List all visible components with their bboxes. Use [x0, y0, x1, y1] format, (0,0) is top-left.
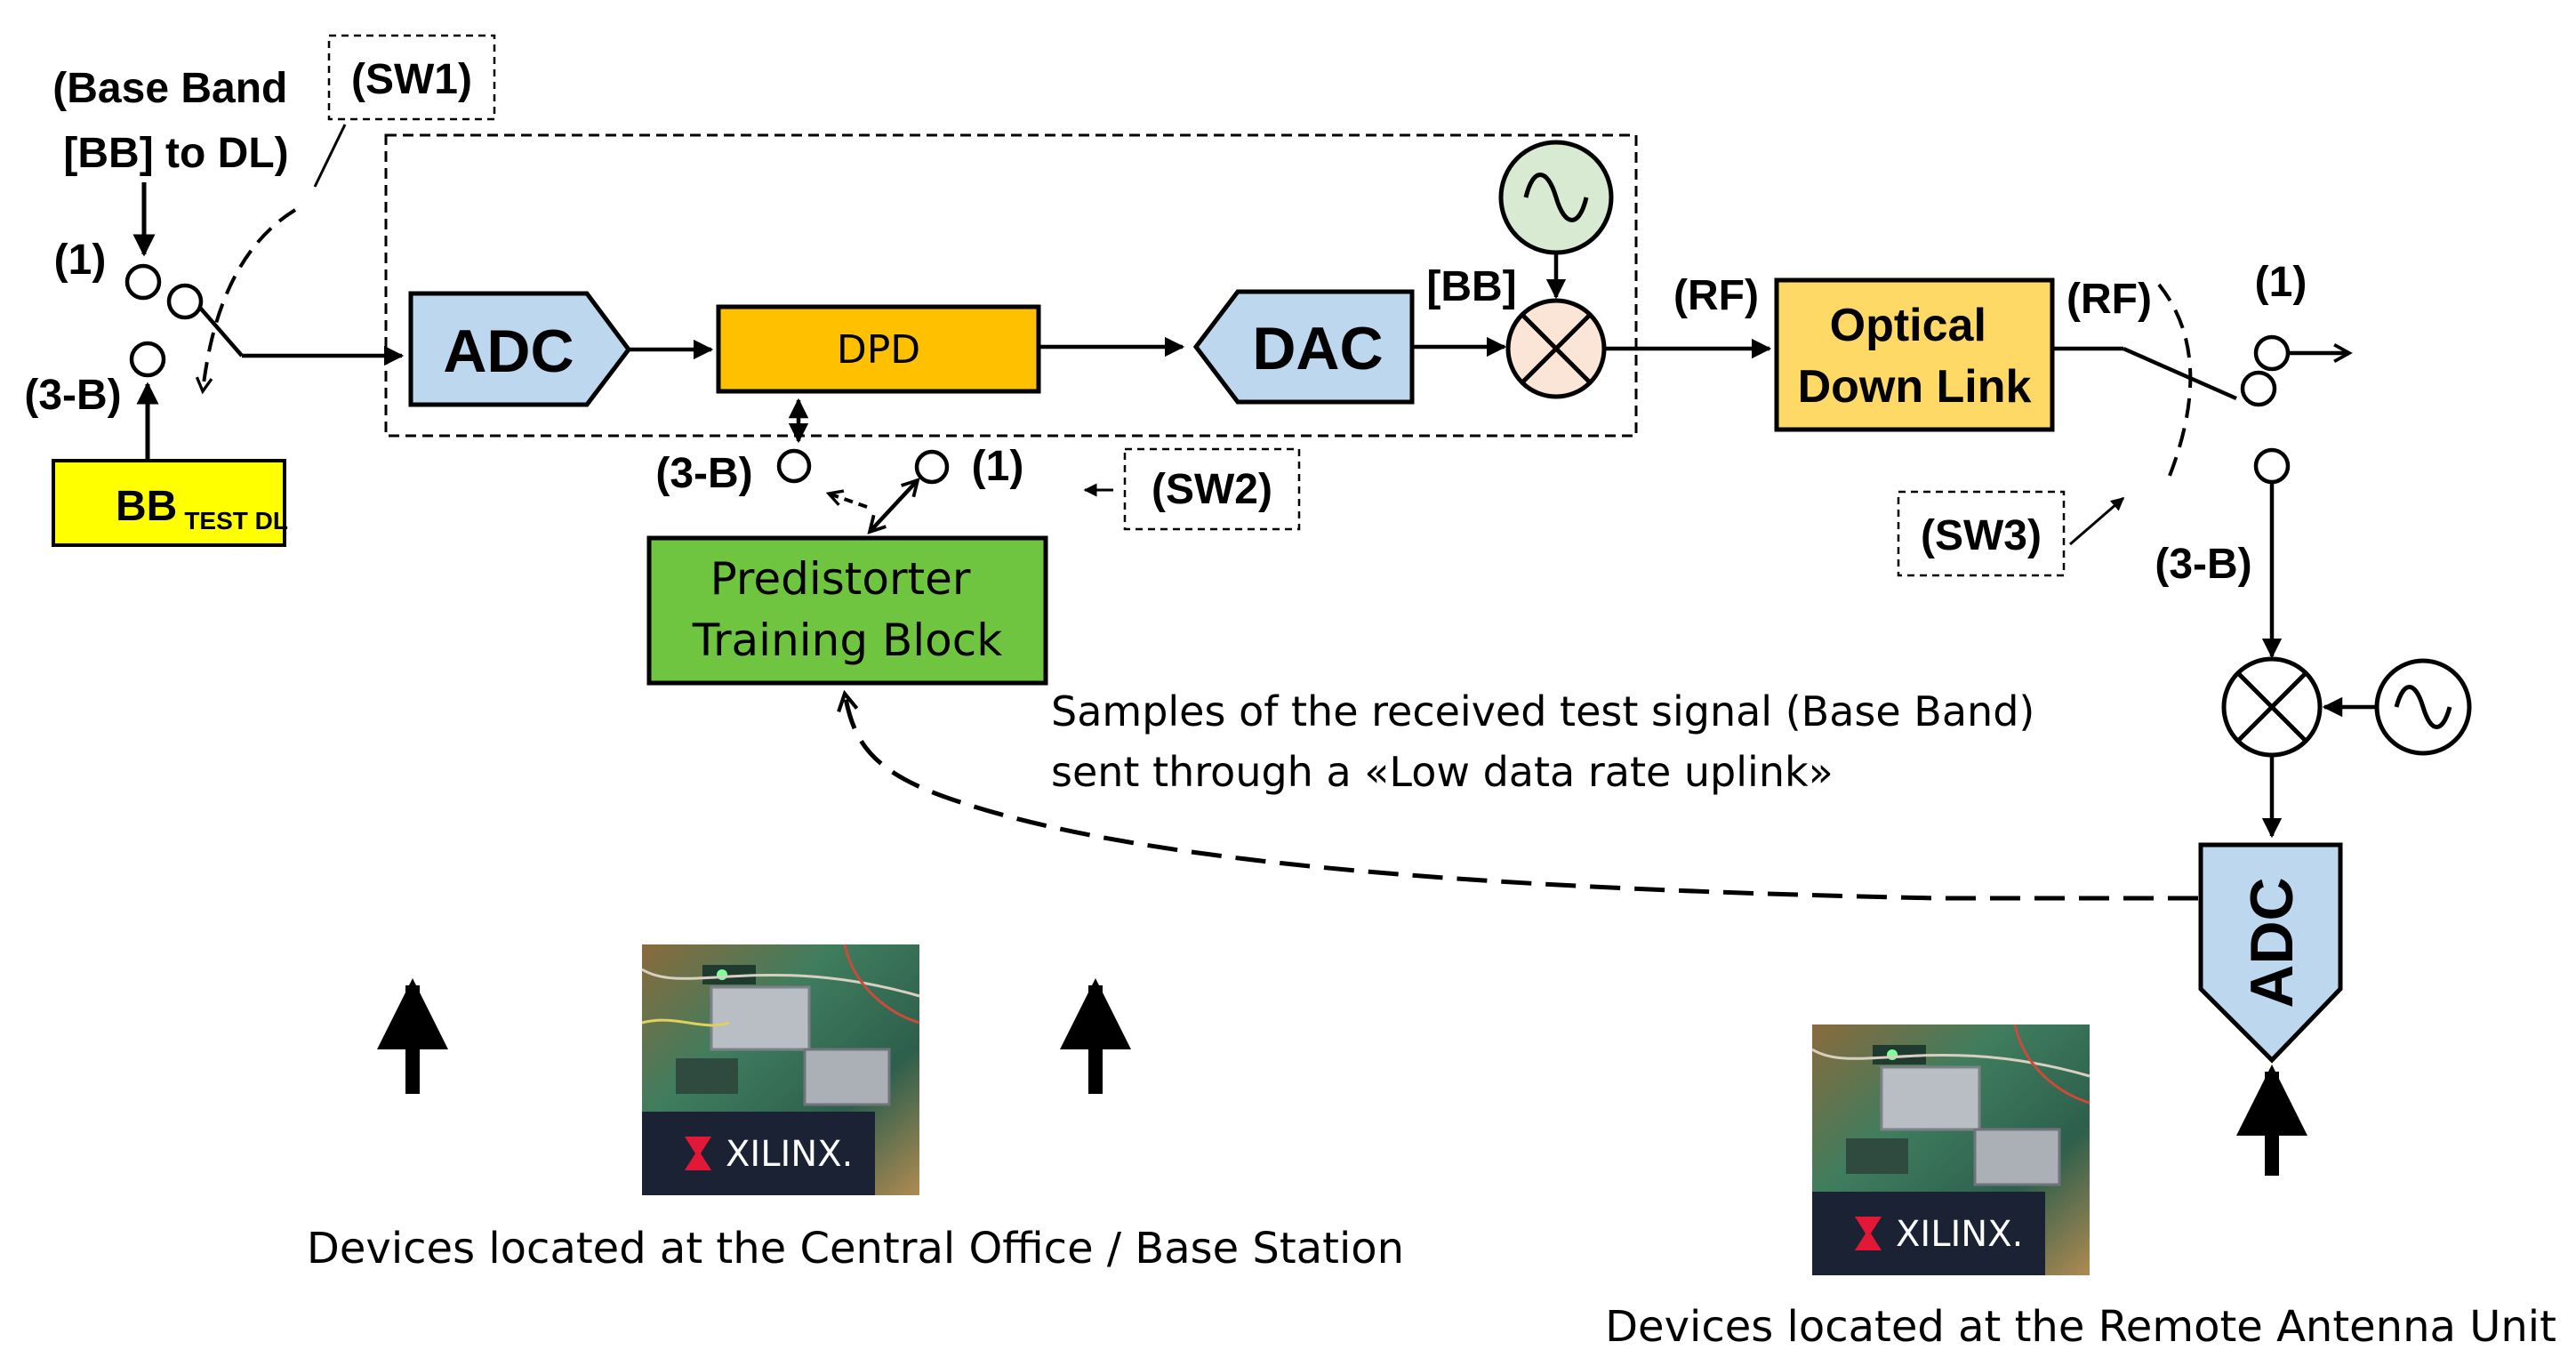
- sine-icon: [2394, 685, 2452, 729]
- predistorter-training-label: Predistorter Training Block: [692, 553, 1002, 666]
- xilinx-logo-icon: [685, 1137, 711, 1170]
- svg-text:XILINX.: XILINX.: [726, 1134, 853, 1175]
- uplink-annotation: Samples of the received test signal (Bas…: [1051, 687, 2048, 796]
- remote-adc-label: ADC: [2238, 877, 2306, 1008]
- sw1-contact-1a: [124, 263, 162, 301]
- sw2-label: (SW2): [1152, 466, 1272, 513]
- sw1-actuator: [203, 208, 297, 391]
- sw1-pos1-label: (1): [54, 237, 107, 284]
- sine-icon: [1523, 173, 1589, 222]
- remote-adc-block: [2198, 842, 2343, 1064]
- sw2-contact-1: [914, 449, 950, 485]
- sw1-contact-1b: [166, 283, 204, 320]
- dac-label: DAC: [1252, 315, 1383, 382]
- bb-tag-label: [BB]: [1426, 263, 1516, 310]
- svg-text:XILINX.: XILINX.: [1896, 1214, 2023, 1255]
- dpd-block: [716, 304, 1041, 394]
- sw2-pos1-label: (1): [972, 443, 1024, 490]
- sw2-contact-3b: [776, 448, 812, 484]
- sw2-blade: [870, 480, 918, 532]
- rf-out-label: (RF): [2066, 276, 2152, 323]
- sw1-contact-3b: [129, 341, 166, 378]
- central-office-caption: Devices located at the Central Office / …: [307, 1224, 1404, 1274]
- processing-boundary: [384, 133, 1638, 438]
- sw1-blade: [198, 306, 244, 358]
- sw2-pos3b-label: (3-B): [655, 450, 752, 497]
- sw3-blade: [2123, 346, 2237, 401]
- remote-unit-caption: Devices located at the Remote Antenna Un…: [1605, 1302, 2556, 1352]
- adc-block: [408, 291, 632, 407]
- sw2-actuator: [829, 494, 868, 509]
- sw3-contact-1b: [2240, 370, 2277, 407]
- sw3-pointer: [2069, 496, 2125, 546]
- sw1-pointer: [313, 124, 347, 188]
- down-mixer-cross-b: [2236, 671, 2307, 743]
- dpd-label: DPD: [837, 327, 920, 373]
- sw3-contact-3b: [2253, 447, 2291, 485]
- sw3-pos3b-label: (3-B): [2155, 541, 2251, 588]
- sw3-pos1-label: (1): [2255, 259, 2307, 306]
- sw1-pos3b-label: (3-B): [24, 372, 121, 419]
- sw3-label: (SW3): [1921, 512, 2042, 559]
- low-rate-uplink-path: [845, 694, 2198, 901]
- sw3-actuator: [2157, 283, 2193, 477]
- rf-in-label: (RF): [1673, 272, 1759, 319]
- remote-unit-board-photo: XILINX.: [1811, 1024, 2090, 1275]
- adc-label: ADC: [443, 317, 574, 385]
- sw2-label-box: [1123, 447, 1301, 531]
- optical-down-link-block: [1774, 277, 2055, 432]
- optical-down-link-label: Optical Down Link: [1798, 300, 2032, 413]
- bb-test-block: [52, 459, 286, 547]
- sw1-label: (SW1): [351, 56, 472, 103]
- central-office-board-photo: XILINX.: [641, 944, 920, 1195]
- sw3-contact-1a: [2253, 334, 2291, 372]
- predistorter-training-block: [646, 535, 1048, 686]
- xilinx-logo-icon: [1855, 1217, 1882, 1250]
- bb-source-label: (Base Band [BB] to DL): [52, 65, 299, 177]
- mixer-cross-b: [1521, 313, 1592, 384]
